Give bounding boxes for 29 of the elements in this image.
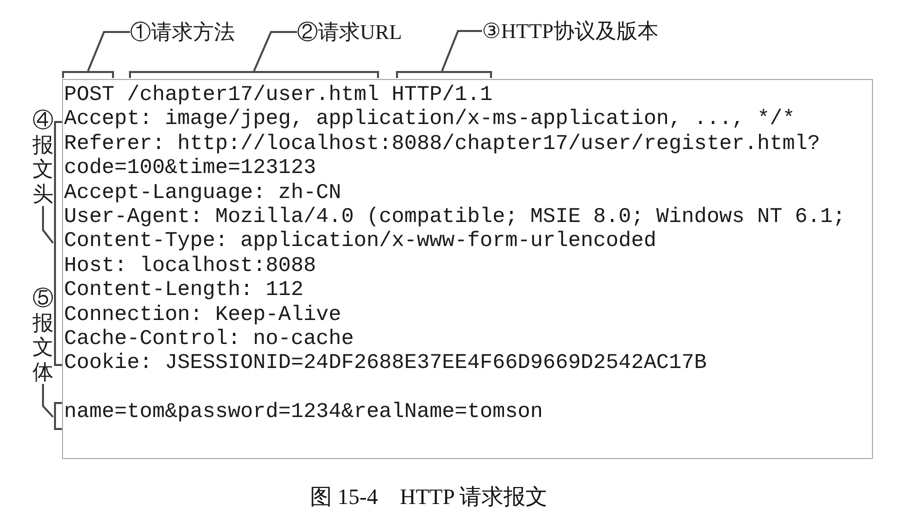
header-line: Accept: image/jpeg, application/x-ms-application, ..., */* [64,108,795,133]
bracket [396,71,492,78]
bracket [53,121,62,366]
body-line: name=tom&password=1234&realName=tomson [64,401,543,426]
annotation-label: ③HTTP协议及版本 [482,19,658,43]
figure-caption: 图 15-4 HTTP 请求报文 [310,484,548,510]
header-line: Host: localhost:8088 [64,254,316,280]
leader-line [253,31,297,72]
header-line: Cookie: JSESSIONID=24DF2688E37EE4F66D9669D2542AC17B [64,352,707,377]
annotation-label: ⑤报文体 [32,286,54,384]
header-line: User-Agent: Mozilla/4.0 (compatible; MSIE 8.0; Windows NT 6.1; [64,206,846,230]
leader-line [441,30,482,72]
header-line: Connection: Keep-Alive [64,304,342,328]
header-line: Content-Length: 112 [64,279,304,304]
header-line: Content-Type: application/x-www-form-urlencoded [64,230,656,255]
leader-line [42,384,54,418]
leader-line [87,31,130,72]
bracket [129,71,379,78]
header-line: Accept-Language: zh-CN [64,182,342,206]
bracket [53,402,62,430]
request-line: POST /chapter17/user.html HTTP/1.1 [64,84,492,108]
bracket [62,71,114,78]
leader-line [42,206,54,244]
header-line: Cache-Control: no-cache [64,328,354,352]
annotation-label: ②请求URL [297,20,402,44]
annotation-label: ①请求方法 [130,20,235,44]
annotation-label: ④报文头 [32,108,54,206]
message-box [62,79,873,459]
header-line: Referer: http://localhost:8088/chapter17/user/register.html? code=100&time=123123 [64,132,822,182]
